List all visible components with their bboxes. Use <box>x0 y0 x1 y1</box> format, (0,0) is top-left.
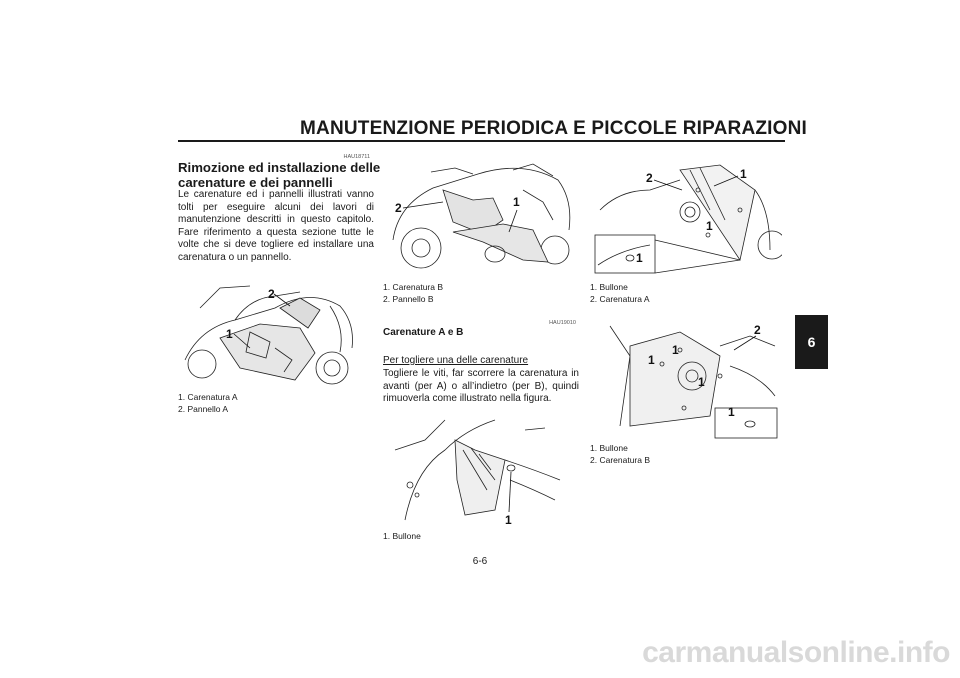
callout-1: 1 <box>513 195 520 209</box>
removal-body: Togliere le viti, far scorrere la carena… <box>383 368 579 405</box>
caption-item: 1. Bullone <box>590 282 628 292</box>
callout-2: 2 <box>268 287 275 301</box>
figure4-caption: 1. Bullone 2. Carenatura A <box>590 282 650 305</box>
caption-item: 1. Carenatura B <box>383 282 444 292</box>
section2-code: HAU19010 <box>549 320 576 326</box>
caption-item: 2. Pannello A <box>178 403 229 414</box>
figure-fairing-a-bolts: 2 1 1 1 <box>590 150 782 276</box>
motorcycle-left-fairing-illustration: 2 1 <box>184 285 353 385</box>
fairing-bolt-illustration: 1 <box>394 419 561 527</box>
watermark: carmanualsonline.info <box>642 636 950 669</box>
section1-body: Le carenature ed i pannelli illustrati v… <box>178 189 374 263</box>
callout-1: 1 <box>636 251 643 265</box>
callout-2: 2 <box>395 201 402 215</box>
callout-1: 1 <box>728 405 735 419</box>
figure2-caption: 1. Carenatura B 2. Pannello B <box>383 282 443 305</box>
fairing-a-bolts-illustration: 2 1 1 1 <box>594 164 782 274</box>
figure-fairing-b-bolts: 2 1 1 1 1 <box>600 316 782 440</box>
caption-item: 1. Carenatura A <box>178 392 238 402</box>
callout-2: 2 <box>754 323 761 337</box>
section1-title: Rimozione ed installazione delle carenat… <box>178 160 380 190</box>
section1-title-line1: Rimozione ed installazione delle <box>178 160 381 175</box>
figure-fairing-a-panel-a: 2 1 <box>180 268 358 386</box>
caption-item: 2. Carenatura B <box>590 454 651 465</box>
figure1-caption: 1. Carenatura A 2. Pannello A <box>178 392 238 415</box>
callout-1: 1 <box>740 167 747 181</box>
figure-fairing-b-panel-b: 2 1 <box>383 150 577 272</box>
chapter-tab: 6 <box>795 315 828 369</box>
section2-title: Carenature A e B <box>383 327 464 338</box>
motorcycle-right-fairing-illustration: 2 1 <box>392 163 571 269</box>
callout-1: 1 <box>698 375 705 389</box>
header-rule <box>178 140 785 142</box>
caption-item: 1. Bullone <box>590 443 628 453</box>
page-header-title: MANUTENZIONE PERIODICA E PICCOLE RIPARAZ… <box>300 118 808 139</box>
callout-1: 1 <box>672 343 679 357</box>
callout-1: 1 <box>648 353 655 367</box>
caption-item: 2. Pannello B <box>383 293 434 304</box>
figure5-caption: 1. Bullone 2. Carenatura B <box>590 443 650 466</box>
figure3-caption: 1. Bullone <box>383 531 421 543</box>
section1-title-line2: carenature e dei pannelli <box>178 175 333 190</box>
section1-code: HAU18711 <box>343 154 371 160</box>
callout-1: 1 <box>505 513 512 527</box>
removal-title: Per togliere una delle carenature <box>383 355 529 366</box>
caption-item: 2. Carenatura A <box>590 293 650 304</box>
callout-1: 1 <box>706 219 713 233</box>
callout-2: 2 <box>646 171 653 185</box>
caption-item: 1. Bullone <box>383 531 421 541</box>
fairing-b-bolts-illustration: 2 1 1 1 1 <box>609 323 778 439</box>
callout-1: 1 <box>226 327 233 341</box>
page-number: 6-6 <box>472 556 488 567</box>
figure-bolt-removal: 1 <box>385 410 577 528</box>
